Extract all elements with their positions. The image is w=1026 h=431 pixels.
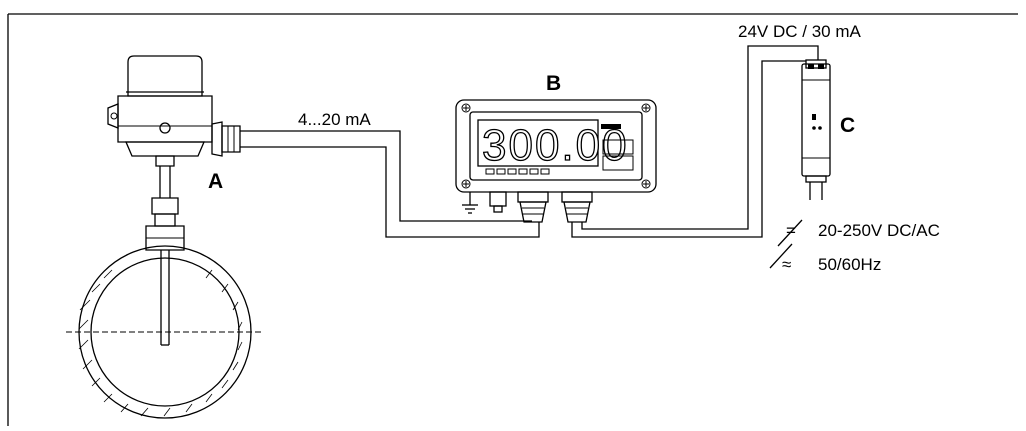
cable-gland-signal xyxy=(517,191,549,223)
label-transmitter: A xyxy=(208,170,223,193)
indicator-leds xyxy=(485,168,550,175)
pipe-section-icon xyxy=(66,245,264,419)
mains-symbol xyxy=(769,219,803,269)
label-supply-output: 24V DC / 30 mA xyxy=(738,22,861,41)
label-power-supply: C xyxy=(840,114,855,137)
panel-display-icon: 300.00 xyxy=(455,99,657,223)
temperature-transmitter-icon xyxy=(107,55,241,346)
signal-cable xyxy=(240,130,540,238)
label-signal: 4...20 mA xyxy=(298,110,371,129)
display-button-upper xyxy=(602,139,634,155)
din-rail-power-supply-icon xyxy=(801,59,831,200)
supply-cable xyxy=(571,45,819,238)
display-button-lower xyxy=(602,155,634,171)
brand-logo xyxy=(601,124,621,129)
diagram-frame xyxy=(7,13,1018,426)
cable-gland-power xyxy=(561,191,593,223)
ground-icon xyxy=(462,192,478,214)
label-frequency: 50/60Hz xyxy=(818,255,881,274)
label-display: B xyxy=(546,72,561,95)
label-supply-input: 20-250V DC/AC xyxy=(818,221,940,240)
dc-symbol: = xyxy=(786,221,796,240)
ac-symbol: ≈ xyxy=(782,255,791,274)
